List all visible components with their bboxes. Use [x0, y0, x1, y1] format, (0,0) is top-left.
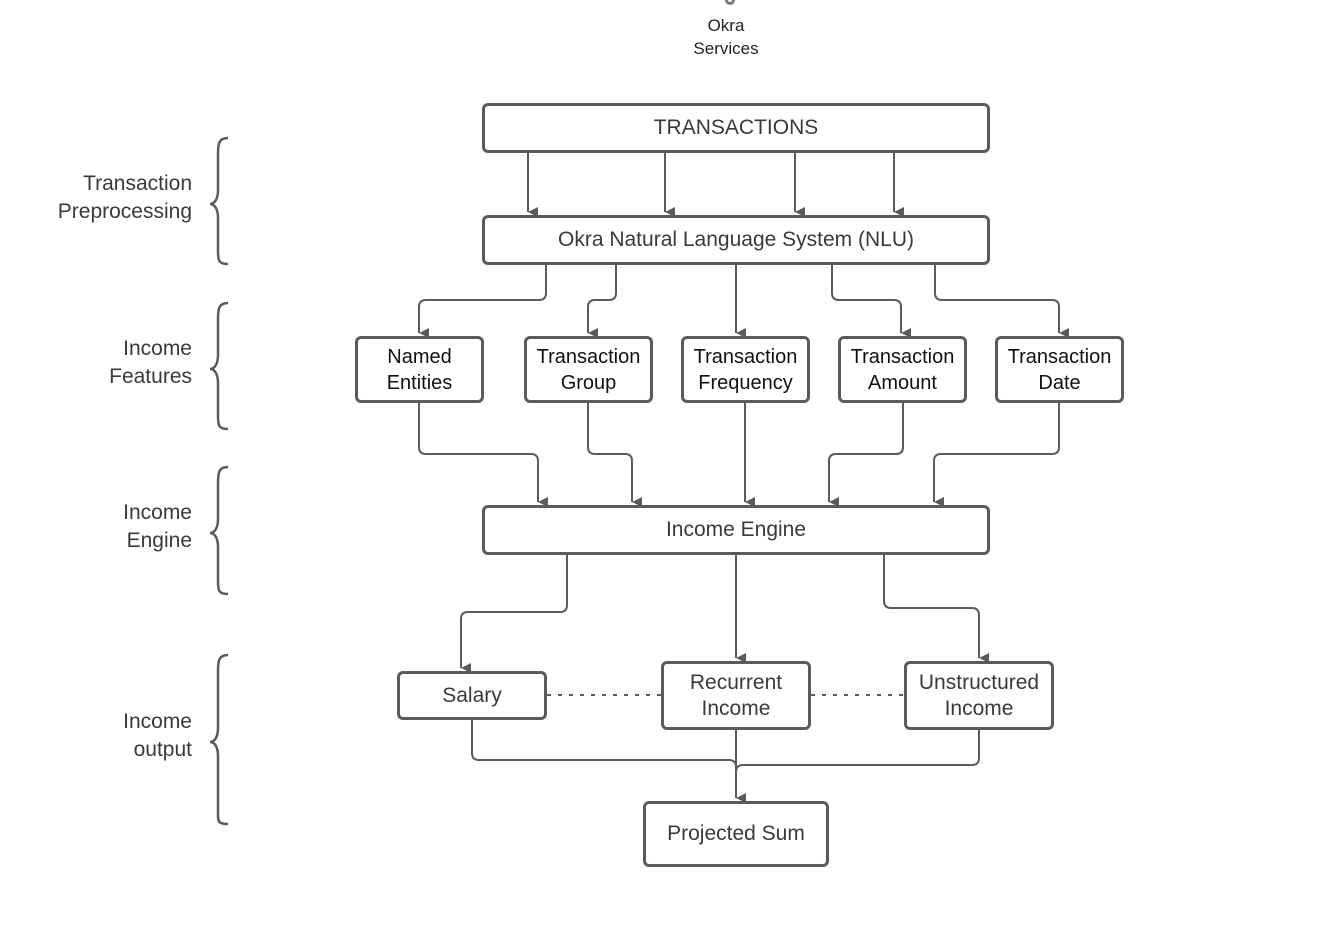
brand-label: Okra Services: [693, 16, 759, 58]
arrow-nlu-transaction-amount: [831, 265, 901, 333]
node-salary-label: Salary: [442, 683, 502, 707]
line-unstructured-sum: [735, 730, 980, 773]
brace-features: [209, 301, 229, 431]
node-transaction-amount-label: Transaction Amount: [850, 345, 955, 394]
node-transaction-group: Transaction Group: [524, 336, 653, 403]
node-named-entities: Named Entities: [355, 336, 484, 403]
arrow-nlu-named-entities: [418, 265, 547, 333]
arrow-engine-salary: [460, 555, 568, 668]
arrow-engine-unstructured: [883, 555, 979, 658]
gear-icon: [725, 0, 735, 5]
stage-label-engine: Income Engine: [123, 501, 192, 552]
node-unstructured-income: Unstructured Income: [904, 661, 1054, 730]
node-projected-sum: Projected Sum: [643, 801, 829, 867]
node-transaction-date-label: Transaction Date: [1007, 345, 1112, 394]
stage-label-features: Income Features: [109, 337, 192, 388]
brace-preprocessing: [209, 136, 229, 266]
arrow-named-entities-engine: [418, 403, 538, 502]
arrow-nlu-transaction-date: [934, 265, 1059, 333]
node-income-engine: Income Engine: [482, 505, 990, 555]
brace-output: [209, 653, 229, 826]
node-recurrent-income: Recurrent Income: [661, 661, 811, 730]
arrow-salary-sum: [471, 720, 736, 798]
node-transaction-group-label: Transaction Group: [536, 345, 641, 394]
node-recurrent-income-label: Recurrent Income: [689, 670, 783, 720]
brace-engine: [209, 465, 229, 596]
node-unstructured-income-label: Unstructured Income: [918, 670, 1040, 720]
node-transactions-label: TRANSACTIONS: [653, 116, 819, 139]
node-projected-sum-label: Projected Sum: [667, 822, 805, 845]
arrow-nlu-transaction-group: [587, 265, 617, 333]
node-nlu-label: Okra Natural Language System (NLU): [558, 228, 914, 251]
stage-braces: [209, 136, 229, 826]
arrow-transaction-date-engine: [933, 403, 1060, 502]
node-transaction-amount: Transaction Amount: [838, 336, 967, 403]
node-transaction-frequency-label: Transaction Frequency: [693, 345, 798, 394]
node-named-entities-label: Named Entities: [386, 345, 453, 394]
node-nlu: Okra Natural Language System (NLU): [482, 215, 990, 265]
node-transaction-frequency: Transaction Frequency: [681, 336, 810, 403]
node-transaction-date: Transaction Date: [995, 336, 1124, 403]
node-salary: Salary: [397, 671, 547, 720]
node-transactions: TRANSACTIONS: [482, 103, 990, 153]
arrow-transaction-group-engine: [587, 403, 632, 502]
stage-label-output: Income output: [123, 710, 192, 761]
node-income-engine-label: Income Engine: [665, 518, 807, 541]
arrow-transaction-amount-engine: [828, 403, 904, 502]
stage-label-preprocessing: Transaction Preprocessing: [57, 172, 192, 223]
connectors: [418, 153, 1060, 798]
